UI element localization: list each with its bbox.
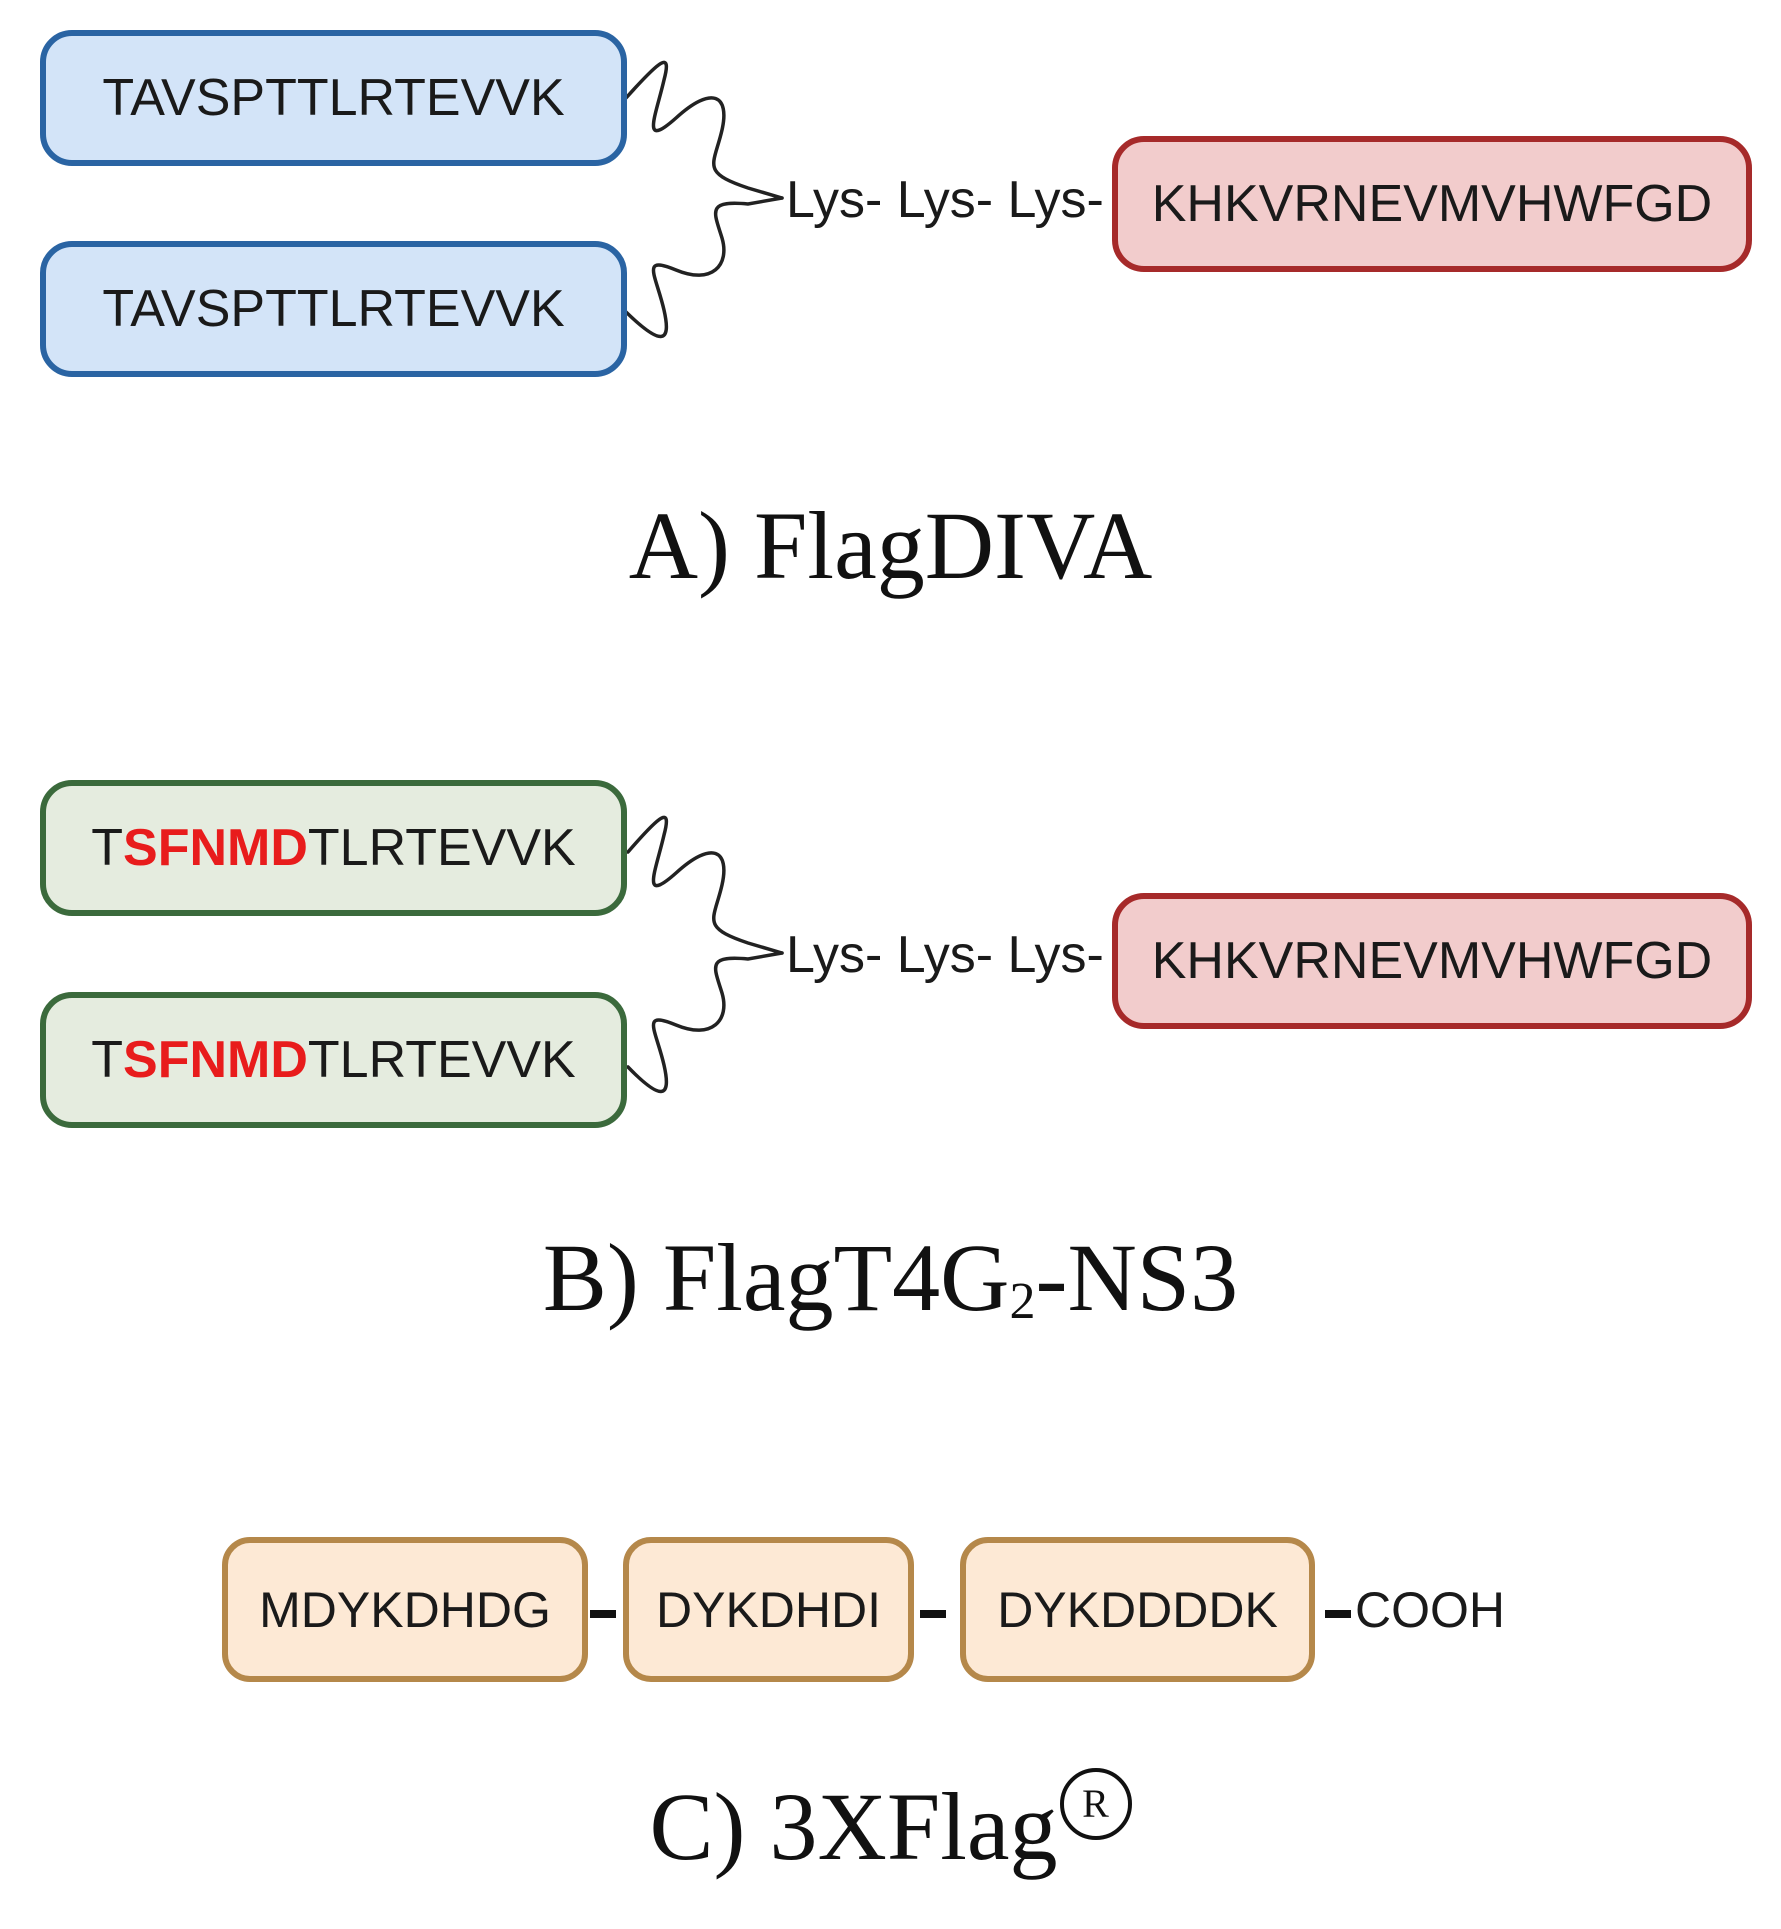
peptide-label: TAVSPTTLRTEVVK <box>102 69 565 127</box>
peptide-box-a-bottom: TAVSPTTLRTEVVK <box>40 241 627 377</box>
peptide-box-a-top: TAVSPTTLRTEVVK <box>40 30 627 166</box>
registered-trademark-icon: R <box>1059 1768 1132 1840</box>
carboxyl-terminus-label: COOH <box>1355 1582 1505 1638</box>
linker-wave-a-top <box>624 60 784 200</box>
peptide-box-b-top: TSFNMDTLRTEVVK <box>40 780 627 916</box>
mutated-residues: SFNMD <box>123 1031 308 1089</box>
peptide-label: TSFNMDTLRTEVVK <box>91 819 576 877</box>
peptide-box-b-right: KHKVRNEVMVHWFGD <box>1112 893 1752 1029</box>
peptide-box-b-bottom: TSFNMDTLRTEVVK <box>40 992 627 1128</box>
linker-wave-b-top <box>626 815 784 955</box>
flag-box-1: MDYKDHDG <box>222 1537 588 1682</box>
peptide-label: TAVSPTTLRTEVVK <box>102 280 565 338</box>
flag-box-2: DYKDHDI <box>623 1537 914 1682</box>
peptide-label: DYKDHDI <box>655 1581 882 1638</box>
connector-dash <box>590 1610 616 1618</box>
mutated-residues: SFNMD <box>123 819 308 877</box>
peptide-label: MDYKDHDG <box>259 1581 551 1638</box>
peptide-label: KHKVRNEVMVHWFGD <box>1151 175 1713 233</box>
peptide-label: KHKVRNEVMVHWFGD <box>1151 932 1713 990</box>
linker-wave-a-bottom <box>624 196 784 339</box>
caption-a: A) FlagDIVA <box>628 492 1153 599</box>
peptide-label: TSFNMDTLRTEVVK <box>91 1031 576 1089</box>
connector-dash <box>920 1610 946 1618</box>
caption-b: B) FlagT4G2-NS3 <box>542 1224 1239 1331</box>
lysine-linker-label: Lys- Lys- Lys- <box>786 926 1104 984</box>
flag-box-3: DYKDDDDK <box>960 1537 1315 1682</box>
linker-wave-b-bottom <box>626 951 784 1094</box>
connector-dash <box>1325 1610 1351 1618</box>
peptide-box-a-right: KHKVRNEVMVHWFGD <box>1112 136 1752 272</box>
lysine-linker-label: Lys- Lys- Lys- <box>786 171 1104 229</box>
peptide-label: DYKDDDDK <box>997 1581 1278 1638</box>
